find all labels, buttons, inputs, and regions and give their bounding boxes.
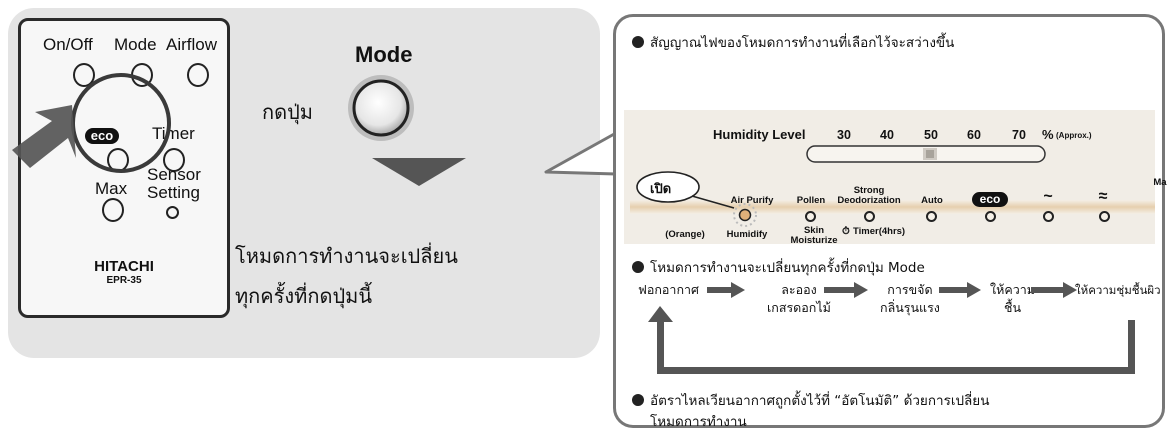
flow-arrow-icon: [824, 282, 868, 298]
flow-step-4: ให้ความ ชื้น: [990, 282, 1035, 315]
airflow-button[interactable]: [187, 63, 209, 87]
approx-label: (Approx.): [1056, 131, 1092, 140]
label-skin-moisturize: Skin Moisturize: [790, 225, 838, 246]
label-pollen: Pollen: [796, 195, 826, 206]
flow-step-2: ละออง เกสรดอกไม้: [767, 282, 831, 315]
open-label: เปิด: [650, 182, 672, 197]
flow-step-5: ให้ความชุ่มชื้นผิว: [1075, 283, 1161, 297]
humidity-tick-30: 30: [837, 128, 851, 142]
bullet-2-text: โหมดการทำงานจะเปลี่ยนทุกครั้งที่กดปุ่ม M…: [650, 260, 925, 276]
highlight-overlay: [12, 73, 171, 173]
label-strong-deodorization: Strong Deodorization: [837, 185, 901, 206]
mode-label: Mode: [114, 35, 157, 54]
onoff-label: On/Off: [43, 35, 93, 54]
humidity-tick-50: 50: [924, 128, 938, 142]
brand-logo: HITACHI: [94, 258, 154, 275]
timer-button[interactable]: [163, 148, 185, 172]
label-auto: Auto: [921, 195, 943, 206]
flow-arrow-icon: [707, 282, 745, 298]
mode-button-large[interactable]: [345, 72, 417, 144]
led-airflow-low: [1043, 211, 1054, 222]
led-strong-deodorization: [864, 211, 875, 222]
press-label: กดปุ่ม: [262, 100, 313, 124]
led-strip: [630, 200, 1155, 214]
bullet-dot: [632, 36, 644, 48]
bullet-2: โหมดการทำงานจะเปลี่ยนทุกครั้งที่กดปุ่ม M…: [632, 256, 925, 278]
airflow-label: Airflow: [166, 35, 218, 54]
label-timer: Timer(4hrs): [853, 226, 906, 237]
timer-label: Timer: [152, 124, 195, 143]
flow-arrow-icon: [1031, 282, 1077, 298]
bullet-dot: [632, 394, 644, 406]
flow-arrows: [648, 282, 1135, 374]
bullet-dot: [632, 261, 644, 273]
caption-line1: โหมดการทำงานจะเปลี่ยน: [235, 244, 458, 268]
model-label: EPR-35: [106, 275, 142, 286]
down-arrow-icon: [372, 158, 466, 186]
led-pollen: [805, 211, 816, 222]
label-eco: eco: [972, 192, 1008, 207]
label-orange: (Orange): [665, 229, 705, 240]
label-airflow-low: ~: [1043, 188, 1053, 205]
eco-label: eco: [85, 128, 119, 144]
humidity-tick-70: 70: [1012, 128, 1026, 142]
flow-step-3: การขจัด กลิ่นรุนแรง: [880, 282, 940, 315]
bubble-tail: [544, 131, 620, 176]
humidity-level-label: Humidity Level: [713, 127, 806, 142]
led-auto: [926, 211, 937, 222]
highlight-circle: [71, 73, 171, 173]
max-label: Max: [95, 179, 128, 198]
percent-label: %: [1042, 127, 1054, 142]
bullet-3-text-line1: อัตราไหลเวียนอากาศถูกตั้งไว้ที่ “อัตโนมั…: [650, 393, 990, 409]
open-callout: [636, 171, 735, 209]
remote-control: On/Off Mode Airflow eco Timer Max Sensor…: [18, 18, 230, 318]
onoff-button[interactable]: [73, 63, 95, 87]
bullet-3: อัตราไหลเวียนอากาศถูกตั้งไว้ที่ “อัตโนมั…: [632, 389, 989, 411]
loop-arrow-icon: [648, 306, 1135, 374]
humidity-bar: [806, 145, 1046, 163]
led-air-purify-lit: [733, 203, 757, 227]
caption-line2: ทุกครั้งที่กดปุ่มนี้: [235, 284, 373, 308]
display-panel: [624, 110, 1155, 244]
flow-step-1: ฟอกอากาศ: [638, 282, 699, 297]
pointer-arrow-icon: [12, 105, 76, 168]
humidity-tick-60: 60: [967, 128, 981, 142]
mode-title: Mode: [355, 42, 413, 67]
label-max-partial: Ma: [1153, 177, 1167, 188]
sensor-setting-button[interactable]: [166, 206, 179, 219]
bullet-1: สัญญาณไฟของโหมดการทำงานที่เลือกไว้จะสว่า…: [632, 31, 954, 53]
label-airflow-mid: ≈: [1098, 188, 1108, 205]
led-eco: [985, 211, 996, 222]
max-button[interactable]: [102, 198, 124, 222]
label-air-purify: Air Purify: [730, 195, 774, 206]
timer-clock-icon: ⏱: [842, 226, 850, 237]
led-airflow-mid: [1099, 211, 1110, 222]
sensor-setting-label: Sensor Setting: [147, 165, 201, 202]
label-humidify: Humidify: [726, 229, 768, 240]
bullet-1-text: สัญญาณไฟของโหมดการทำงานที่เลือกไว้จะสว่า…: [650, 35, 955, 51]
humidity-tick-40: 40: [880, 128, 894, 142]
flow-arrow-icon: [939, 282, 981, 298]
bullet-3-text-line2: โหมดการทำงาน: [650, 414, 747, 430]
